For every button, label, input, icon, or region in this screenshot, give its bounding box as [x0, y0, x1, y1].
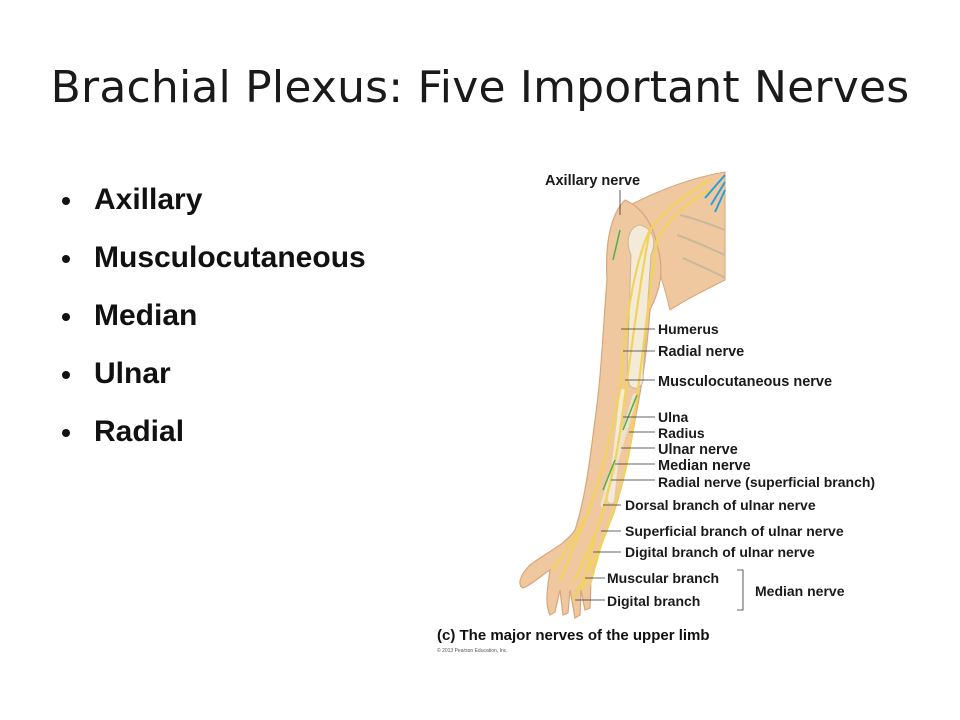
label-radius: Radius [658, 425, 705, 441]
label-musculocutaneous-nerve: Musculocutaneous nerve [658, 374, 832, 390]
bullet-list: Axillary Musculocutaneous Median Ulnar R… [62, 178, 366, 468]
green-vessels [602, 229, 638, 491]
ribs [676, 214, 726, 279]
bullet-dot-icon [62, 313, 70, 321]
arm-silhouette [519, 199, 662, 619]
bullet-item: Musculocutaneous [62, 236, 366, 294]
slide-title: Brachial Plexus: Five Important Nerves [50, 62, 910, 113]
label-ulnar-nerve: Ulnar nerve [658, 442, 738, 458]
bullet-text: Musculocutaneous [94, 241, 366, 274]
label-radial-superficial: Radial nerve (superficial branch) [658, 474, 875, 490]
label-median-nerve: Median nerve [658, 458, 751, 474]
bullet-item: Median [62, 294, 366, 352]
leader-lines [575, 190, 744, 611]
label-axillary-nerve: Axillary nerve [545, 173, 640, 189]
label-ulna: Ulna [658, 409, 689, 425]
blue-vessels [704, 174, 726, 213]
bullet-item: Axillary [62, 178, 366, 236]
bullet-dot-icon [62, 371, 70, 379]
bullet-text: Axillary [94, 183, 203, 216]
upper-limb-nerve-figure: Axillary nerve Humerus Radial nerve Musc… [425, 160, 945, 660]
label-digital-branch: Digital branch [607, 593, 700, 609]
label-radial-nerve: Radial nerve [658, 344, 744, 360]
label-humerus: Humerus [658, 321, 719, 337]
bullet-item: Radial [62, 410, 366, 468]
label-digital-ulnar: Digital branch of ulnar nerve [625, 544, 815, 560]
bullet-dot-icon [62, 429, 70, 437]
bullet-dot-icon [62, 197, 70, 205]
label-dorsal-ulnar: Dorsal branch of ulnar nerve [625, 497, 816, 513]
bullet-text: Ulnar [94, 357, 171, 390]
copyright-text: © 2013 Pearson Education, Inc. [437, 647, 508, 654]
label-muscular-branch: Muscular branch [607, 570, 719, 586]
nerves [551, 178, 712, 602]
bullet-dot-icon [62, 255, 70, 263]
anatomy-illustration: Axillary nerve Humerus Radial nerve Musc… [437, 171, 875, 654]
figure-caption: (c) The major nerves of the upper limb [437, 627, 710, 644]
label-superficial-ulnar: Superficial branch of ulnar nerve [625, 523, 844, 539]
bullet-item: Ulnar [62, 352, 366, 410]
bullet-text: Median [94, 299, 198, 332]
label-median-nerve-group: Median nerve [755, 583, 845, 599]
bullet-text: Radial [94, 415, 185, 448]
